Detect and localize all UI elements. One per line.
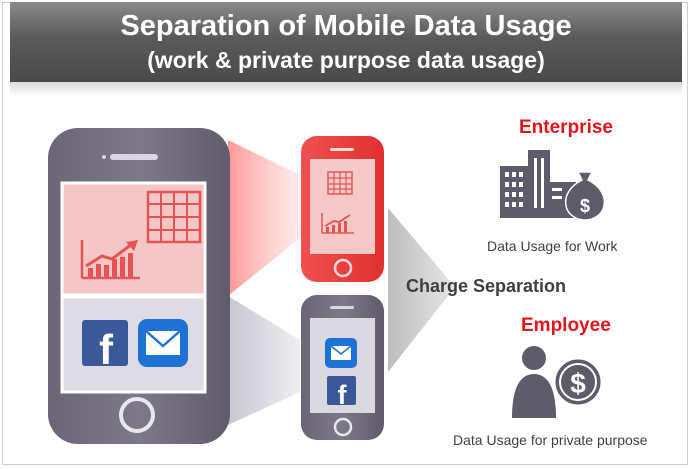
person-dollar-coin-icon: $ [512,346,604,418]
title-line-1: Separation of Mobile Data Usage [120,10,572,42]
work-phone-calendar-icon [327,171,353,195]
facebook-icon: f [82,320,128,373]
title-line-2: (work & private purpose data usage) [147,47,545,73]
enterprise-title: Enterprise [519,117,613,138]
title-banner: Separation of Mobile Data Usage (work & … [10,2,682,82]
charge-separation-label: Charge Separation [406,276,567,296]
employee-description: Data Usage for private purpose [453,432,648,448]
enterprise-description: Data Usage for Work [487,238,618,254]
employee-title: Employee [521,315,611,336]
svg-text:$: $ [570,368,586,399]
svg-text:f: f [338,380,348,410]
private-phone-facebook-icon: f [327,376,356,410]
growth-chart-icon [80,240,140,280]
svg-text:$: $ [580,196,590,216]
buildings-money-bag-icon: $ [500,150,606,221]
beam-to-private-phone [228,296,300,425]
private-phone-mail-icon [325,338,357,368]
work-phone-chart-icon [321,213,354,234]
svg-text:f: f [99,326,114,373]
work-phone [301,136,384,282]
calendar-icon [146,190,202,244]
beam-to-work-phone [228,140,300,296]
banner-shadow [10,82,682,96]
main-phone [48,128,230,444]
separation-arrow [388,208,455,372]
mail-icon [138,319,188,367]
